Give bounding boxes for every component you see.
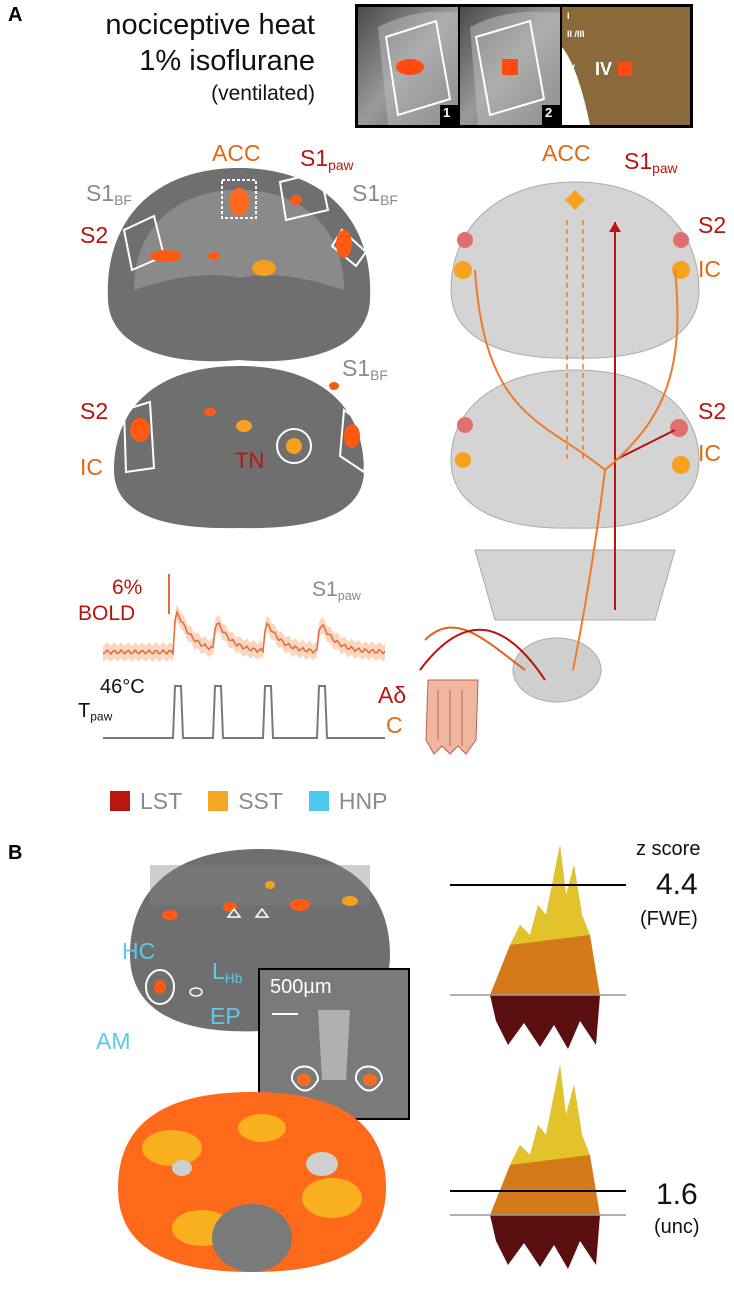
legend: LST SST HNP (110, 788, 387, 814)
layer-iv-label: IV (595, 59, 613, 79)
legend-item-sst: SST (208, 788, 283, 815)
threshold-fwe-value: 4.4 (656, 868, 698, 901)
slice1-s1bf-left-label: S1BF (86, 180, 132, 208)
threshold-fwe-method: (FWE) (640, 908, 698, 930)
title-line-2: 1% isoflurane (139, 45, 315, 77)
legend-swatch-lst (110, 791, 130, 811)
layer-vi-label: VI (569, 83, 578, 93)
bold-scale-label: 6% (112, 576, 143, 599)
atlas1-s2-label: S2 (698, 212, 727, 238)
panel-b-letter: B (8, 842, 23, 864)
slice2-ic-label: IC (80, 454, 103, 480)
surface-plot-unc (450, 1065, 626, 1269)
layer-i-label: I (567, 11, 570, 21)
inset-panel-2-number: 2 (545, 105, 553, 120)
atlas2-ic-label: IC (698, 440, 721, 466)
slice2-tn-label: TN (235, 448, 265, 473)
slice1-s1paw-sub: paw (328, 158, 354, 174)
adelta-fiber-label: Aδ (378, 682, 407, 708)
lhb-label: LHb (212, 958, 242, 986)
trace-region-label: S1paw (312, 578, 361, 603)
atlas1-s1paw-sub: paw (652, 161, 678, 177)
threshold-unc-method: (unc) (654, 1216, 700, 1238)
atlas-pathway-diagram (419, 181, 700, 703)
ep-label: EP (210, 1003, 241, 1029)
inset-image-strip: 1 2 I II /III V VI IV (355, 4, 693, 128)
title-line-3: (ventilated) (211, 82, 315, 105)
slice2-s1bf-label: S1BF (342, 355, 388, 383)
atlas1-s1paw-label: S1paw (624, 148, 677, 176)
am-label: AM (96, 1028, 131, 1054)
temperature-label: 46°C (100, 676, 145, 698)
tpaw-main: T (78, 700, 91, 722)
panel-a-letter: A (8, 4, 23, 26)
title-line-1: nociceptive heat (105, 9, 315, 41)
trace-region-sub: paw (337, 588, 361, 603)
trace-region-main: S1 (312, 578, 338, 601)
zoom-inset-graphic (272, 1010, 384, 1092)
lhb-sub: Hb (224, 971, 243, 987)
slice1-acc-label: ACC (212, 140, 261, 166)
threshold-unc-value: 1.6 (656, 1178, 698, 1211)
inset-panel-1-number: 1 (443, 105, 451, 120)
mri-slice-b2-full-activation (118, 1092, 386, 1272)
bold-label: BOLD (78, 602, 136, 625)
tpaw-sub: paw (90, 709, 113, 724)
atlas1-ic-label: IC (698, 256, 721, 282)
slice1-s1bf-right-label: S1BF (352, 180, 398, 208)
legend-swatch-hnp (308, 791, 329, 811)
slice1-s1bf-left-main: S1 (86, 180, 115, 206)
legend-label-lst: LST (140, 787, 183, 814)
layer-v-label: V (569, 63, 576, 73)
slice2-s1bf-main: S1 (342, 355, 371, 381)
atlas1-acc-label: ACC (542, 140, 591, 166)
legend-label-sst: SST (238, 787, 283, 814)
atlas2-s2-label: S2 (698, 398, 727, 424)
zscore-title: z score (636, 838, 701, 860)
slice1-s1paw-main: S1 (300, 145, 329, 171)
hand-illustration (425, 679, 479, 755)
lhb-main: L (212, 958, 225, 984)
hc-label: HC (122, 938, 156, 964)
c-fiber-label: C (386, 712, 403, 738)
slice1-s1paw-label: S1paw (300, 145, 353, 173)
mri-slice-2 (114, 366, 372, 529)
bold-trace-plot (102, 574, 386, 739)
scale-bar-label: 500µm (270, 976, 332, 998)
slice1-s1bf-right-main: S1 (352, 180, 381, 206)
legend-item-lst: LST (110, 788, 182, 815)
legend-swatch-sst (208, 791, 229, 811)
surface-plot-fwe (450, 845, 626, 1049)
slice1-s1bf-right-sub: BF (380, 193, 398, 209)
atlas1-s1paw-main: S1 (624, 148, 653, 174)
inset-image-graphic (358, 7, 690, 125)
tpaw-label: Tpaw (78, 700, 112, 724)
mri-slice-1 (107, 168, 371, 362)
legend-label-hnp: HNP (338, 787, 388, 814)
legend-item-hnp: HNP (308, 787, 388, 815)
layer-ii-iii-label: II /III (567, 29, 585, 39)
slice2-s1bf-sub: BF (370, 368, 388, 384)
slice1-s1bf-left-sub: BF (114, 193, 132, 209)
slice1-s2-label: S2 (80, 222, 109, 248)
slice2-s2-label: S2 (80, 398, 109, 424)
